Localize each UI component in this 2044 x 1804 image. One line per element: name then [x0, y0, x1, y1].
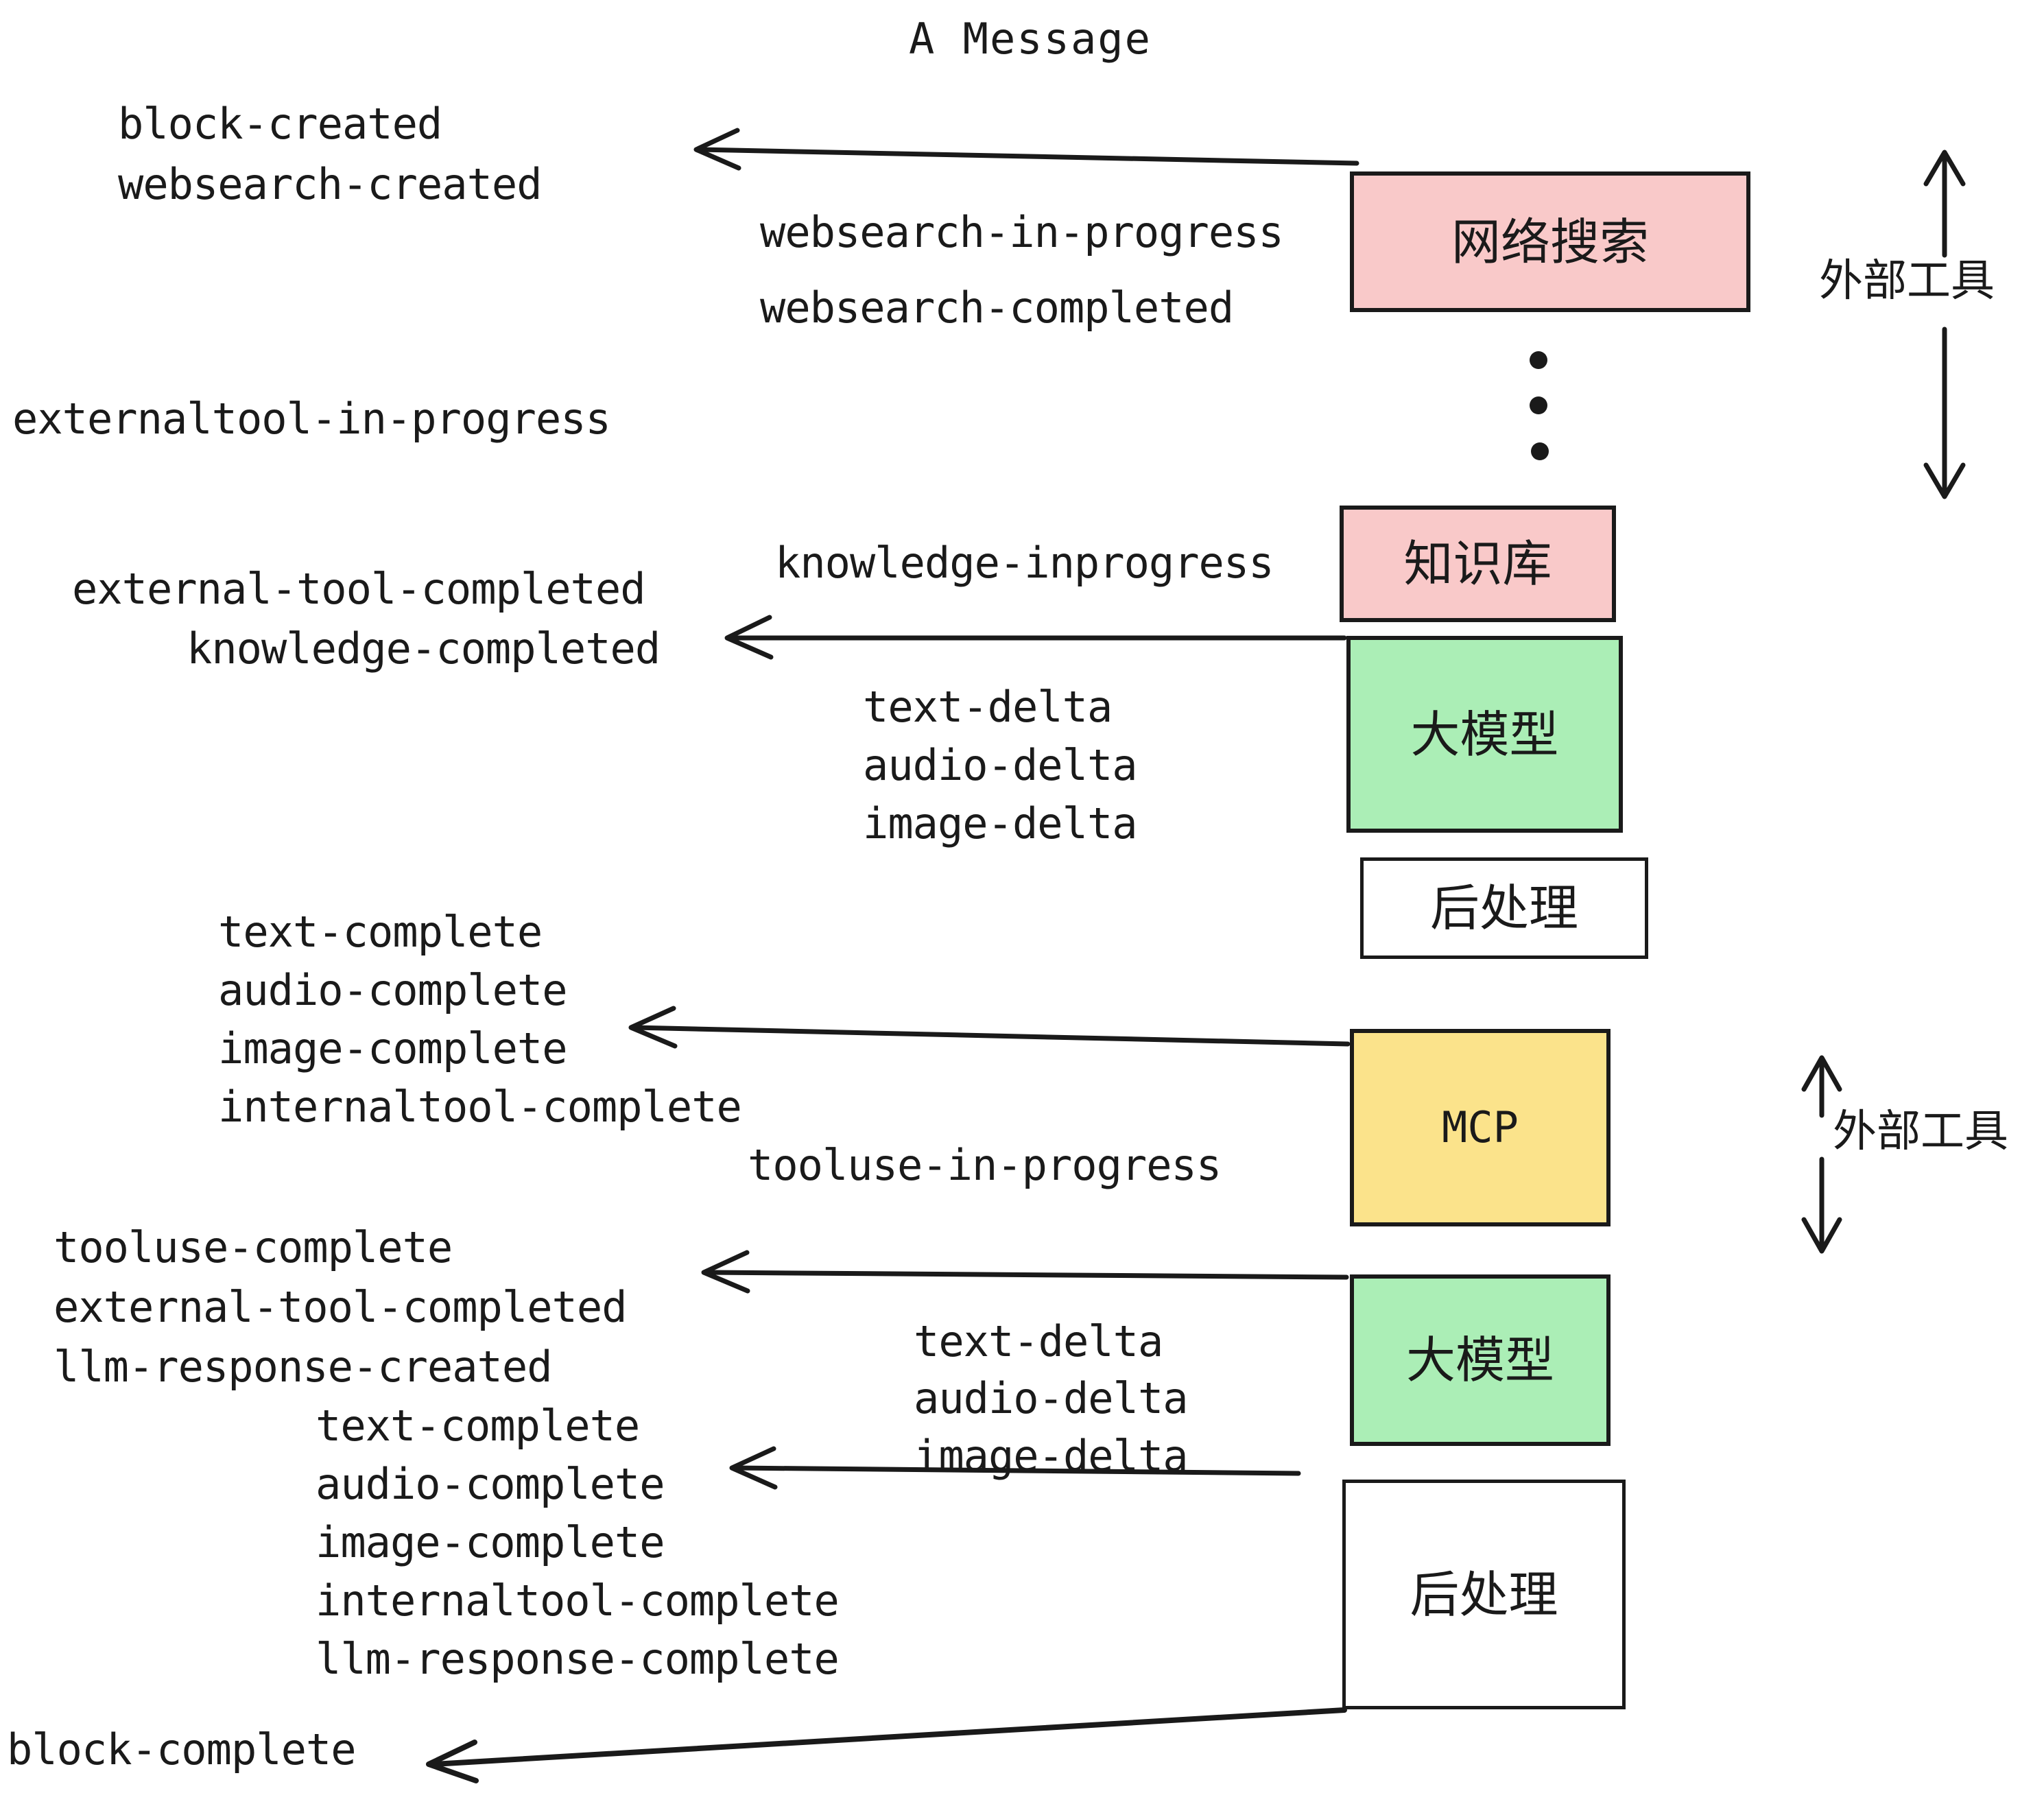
event-label-internaltool-complete-2: internaltool-complete — [316, 1576, 840, 1626]
event-label-text-complete-1: text-complete — [218, 907, 543, 957]
arrow-postprocess2-to-block-complete — [426, 1707, 1347, 1783]
box-postprocess-2[interactable]: 后处理 — [1342, 1480, 1626, 1709]
event-label-external-tool-completed-2: external-tool-completed — [54, 1282, 628, 1332]
box-label: 网络搜索 — [1451, 213, 1649, 271]
arrow-mcp-to-tooluse-complete — [701, 1250, 1349, 1294]
box-llm-2[interactable]: 大模型 — [1350, 1274, 1611, 1446]
event-label-block-complete: block-complete — [7, 1724, 357, 1775]
event-label-image-delta-1: image-delta — [863, 798, 1138, 848]
box-label: 知识库 — [1403, 535, 1552, 593]
side-label-external-tool-1: 外部工具 — [1819, 256, 1995, 307]
event-label-llm-response-created: llm-response-created — [54, 1342, 553, 1392]
side-label-external-tool-2: 外部工具 — [1833, 1106, 2008, 1157]
event-label-image-delta-2: image-delta — [914, 1431, 1189, 1481]
box-llm-1[interactable]: 大模型 — [1346, 636, 1623, 833]
event-label-tooluse-in-progress: tooluse-in-progress — [748, 1140, 1222, 1190]
event-label-internaltool-complete-1: internaltool-complete — [218, 1082, 742, 1132]
event-label-text-complete-2: text-complete — [316, 1401, 640, 1451]
event-label-externaltool-in-progress: externaltool-in-progress — [12, 394, 611, 444]
event-label-image-complete-1: image-complete — [218, 1023, 568, 1073]
ellipsis-dot — [1531, 442, 1549, 460]
event-label-text-delta-2: text-delta — [914, 1316, 1163, 1366]
box-knowledge[interactable]: 知识库 — [1340, 506, 1616, 622]
arrow-websearch-to-block-created — [693, 128, 1359, 171]
event-label-audio-complete-2: audio-complete — [316, 1459, 665, 1509]
box-label: 大模型 — [1405, 1331, 1554, 1389]
event-label-block-created: block-created — [118, 99, 442, 149]
box-label: 后处理 — [1410, 1565, 1558, 1624]
ellipsis-dot — [1530, 351, 1547, 369]
event-label-knowledge-inprogress: knowledge-inprogress — [775, 538, 1274, 588]
ellipsis-dot — [1530, 396, 1547, 414]
arrow-llm-to-knowledge-completed — [724, 615, 1347, 660]
event-label-knowledge-completed: knowledge-completed — [187, 624, 661, 674]
box-postprocess-1[interactable]: 后处理 — [1360, 857, 1648, 959]
event-label-external-tool-completed-1: external-tool-completed — [72, 564, 646, 614]
box-mcp[interactable]: MCP — [1350, 1029, 1611, 1226]
event-label-websearch-completed: websearch-completed — [760, 283, 1234, 333]
box-label: MCP — [1442, 1102, 1519, 1152]
event-label-audio-delta-1: audio-delta — [863, 740, 1138, 790]
event-label-websearch-created: websearch-created — [118, 159, 543, 209]
box-websearch[interactable]: 网络搜索 — [1350, 171, 1750, 312]
event-label-audio-complete-1: audio-complete — [218, 965, 568, 1015]
event-label-text-delta-1: text-delta — [863, 682, 1113, 732]
page-title: A Message — [909, 14, 1152, 64]
box-label: 后处理 — [1429, 879, 1578, 937]
external-tool-bracket-1 — [1923, 150, 1966, 499]
event-label-audio-delta-2: audio-delta — [914, 1373, 1189, 1423]
event-label-llm-response-complete: llm-response-complete — [316, 1634, 840, 1684]
arrow-postprocess-to-image-complete — [628, 1006, 1351, 1049]
event-label-websearch-in-progress: websearch-in-progress — [760, 207, 1284, 257]
event-label-image-complete-2: image-complete — [316, 1517, 665, 1567]
event-label-tooluse-complete: tooluse-complete — [54, 1222, 453, 1272]
box-label: 大模型 — [1410, 705, 1559, 763]
